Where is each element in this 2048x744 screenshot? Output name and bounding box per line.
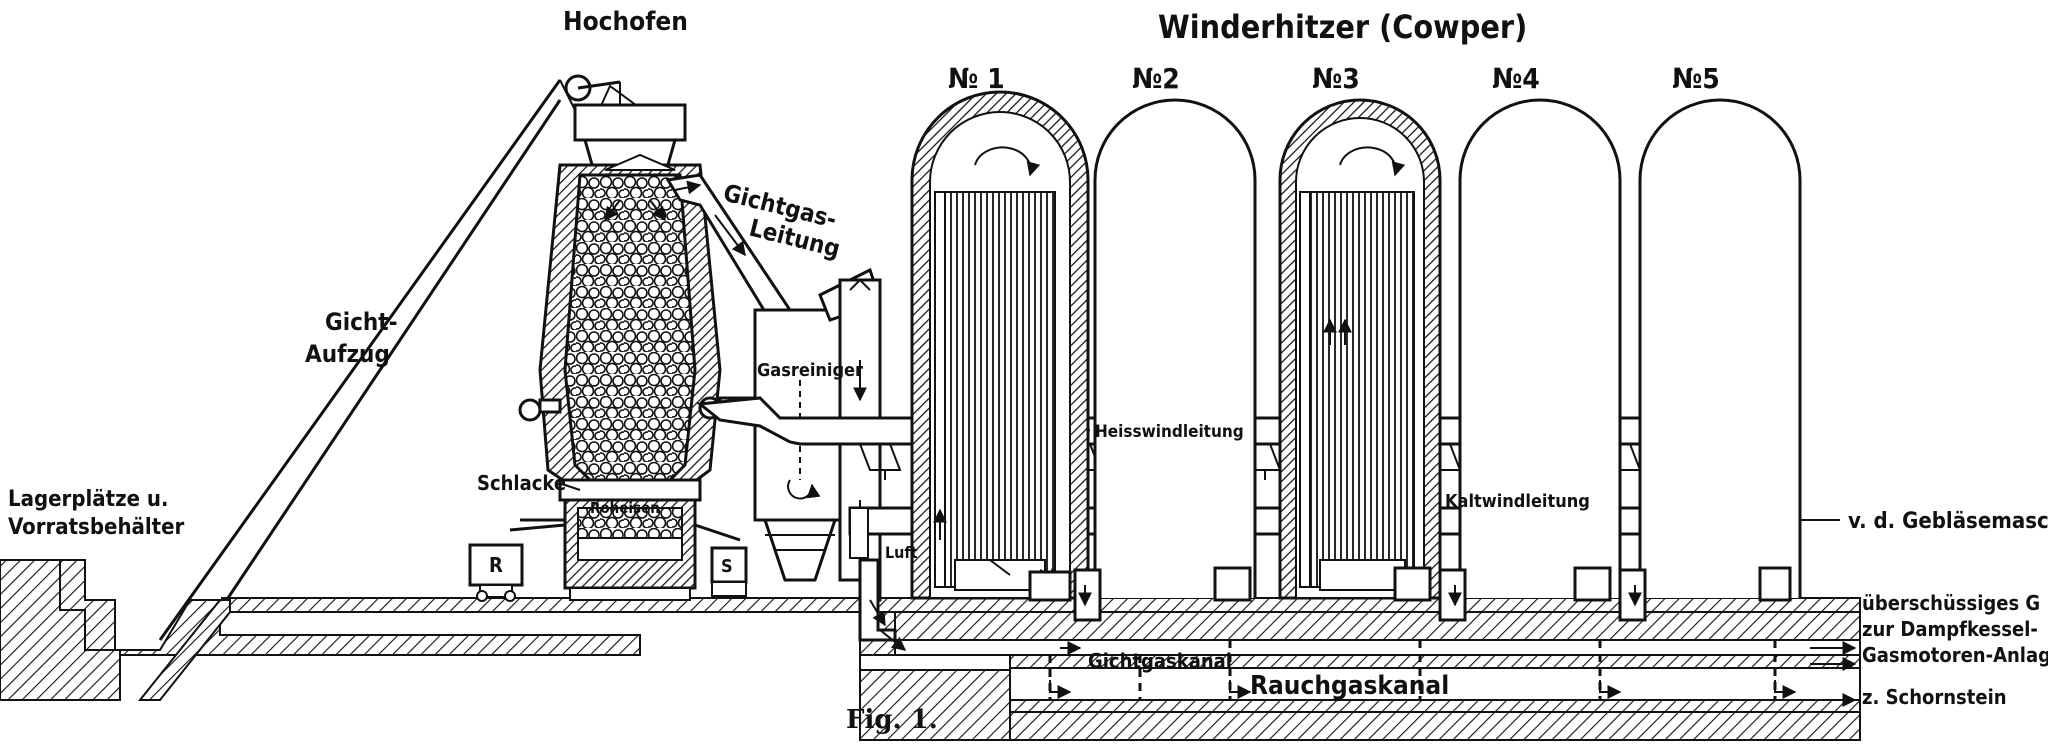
pig-iron-label: Roheisen [590, 499, 660, 517]
air-label: Luft [885, 543, 918, 562]
stove-5 [1638, 98, 1802, 598]
stove-3 [1278, 98, 1442, 600]
stove-4-label: №4 [1492, 62, 1540, 95]
stoves-title: Winderhitzer (Cowper) [1158, 8, 1527, 46]
excess-gas-label-1: überschüssiges G [1862, 591, 2040, 615]
blast-furnace-label: Hochofen [563, 7, 688, 37]
slag-wagon-s [710, 546, 748, 597]
skip-hoist-label-2: Aufzug [305, 340, 390, 368]
storage-label-2: Vorratsbehälter [8, 515, 185, 540]
stove-5-label: №5 [1672, 62, 1720, 95]
cold-blast-line-label: Kaltwindleitung [1445, 491, 1590, 512]
gas-cleaner-label: Gasreiniger [757, 360, 863, 381]
stove-1-label: № 1 [948, 62, 1005, 95]
skip-hoist-label-1: Gicht- [325, 308, 398, 336]
figure-caption: Fig. 1. [846, 705, 938, 735]
excess-gas-label-3: Gasmotoren-Anlag [1862, 643, 2048, 667]
excess-gas-label-2: zur Dampfkessel- [1862, 617, 2038, 641]
gas-channels [859, 639, 1861, 707]
stove-3-label: №3 [1312, 62, 1360, 95]
gas-feed-pipe [858, 558, 907, 651]
flue-gas-channel-label: Rauchgaskanal [1250, 671, 1449, 701]
from-blower-label: v. d. Gebläsemasch [1848, 509, 2048, 534]
hot-blast-line-label: Heisswindleitung [1095, 422, 1244, 442]
storage-label-1: Lagerplätze u. [8, 487, 169, 512]
stove-2-label: №2 [1132, 62, 1180, 95]
blast-furnace [509, 103, 762, 601]
skip-hoist [158, 74, 644, 641]
stove-valves [1028, 566, 1792, 622]
slag-wagon-r [468, 543, 524, 602]
stove-2 [1093, 98, 1257, 598]
stove-1 [910, 90, 1090, 600]
stove-4 [1458, 98, 1622, 598]
slag-label: Schlacke [477, 471, 566, 495]
wagon-s-label: S [721, 556, 733, 577]
wagon-r-label: R [489, 553, 503, 577]
top-gas-channel-label: Gichtgaskanal [1088, 649, 1232, 673]
chimney-label: z. Schornstein [1862, 685, 2007, 709]
